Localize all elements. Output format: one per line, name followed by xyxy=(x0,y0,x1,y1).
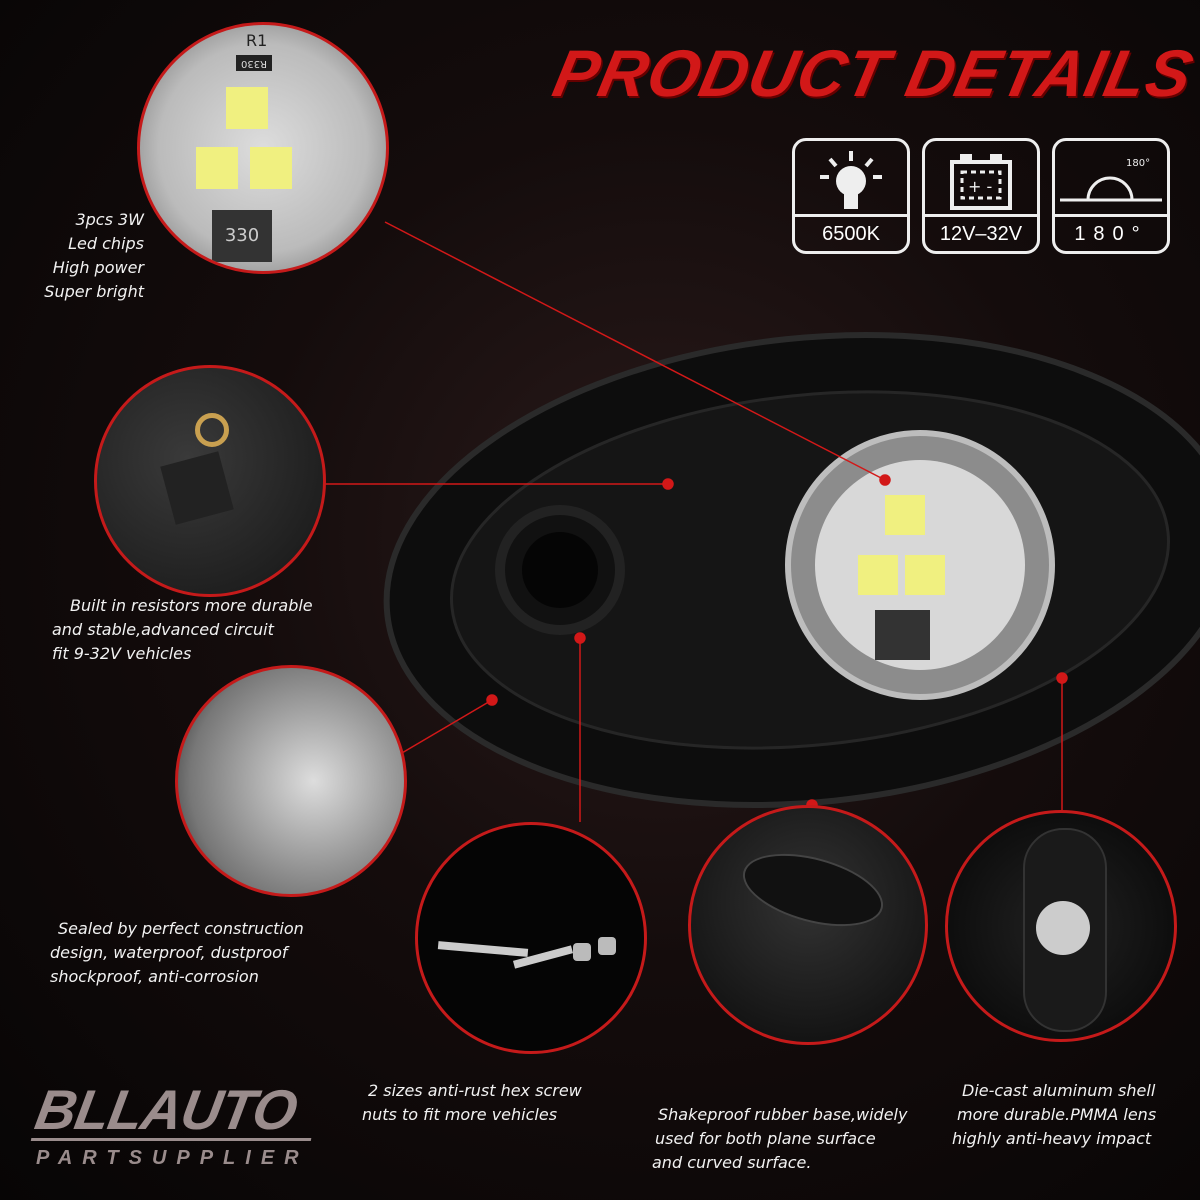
svg-text:+ -: + - xyxy=(968,177,992,196)
detail-sealed-construction xyxy=(175,665,407,897)
bulb-icon xyxy=(795,147,907,217)
detail-screws xyxy=(415,822,647,1054)
brand-logo: BLLAUTO PARTSUPPLIER xyxy=(30,1078,322,1170)
detail-aluminum-shell xyxy=(945,810,1177,1042)
page-title: PRODUCT DETAILS xyxy=(547,36,1200,110)
spec-color-temp: 6500K xyxy=(792,138,910,254)
spec-voltage: + - 12V–32V xyxy=(922,138,1040,254)
detail-circuit-board xyxy=(94,365,326,597)
detail-rubber-base xyxy=(688,805,928,1045)
battery-icon: + - xyxy=(925,147,1037,217)
spec-beam-angle: 180° 180° xyxy=(1052,138,1170,254)
resistor-label: R330 xyxy=(236,55,272,71)
svg-text:180°: 180° xyxy=(1126,158,1150,169)
detail-led-chips: 330 R1 R330 xyxy=(137,22,389,274)
leader-lines xyxy=(320,221,1068,822)
beam-angle-icon: 180° xyxy=(1055,147,1167,217)
